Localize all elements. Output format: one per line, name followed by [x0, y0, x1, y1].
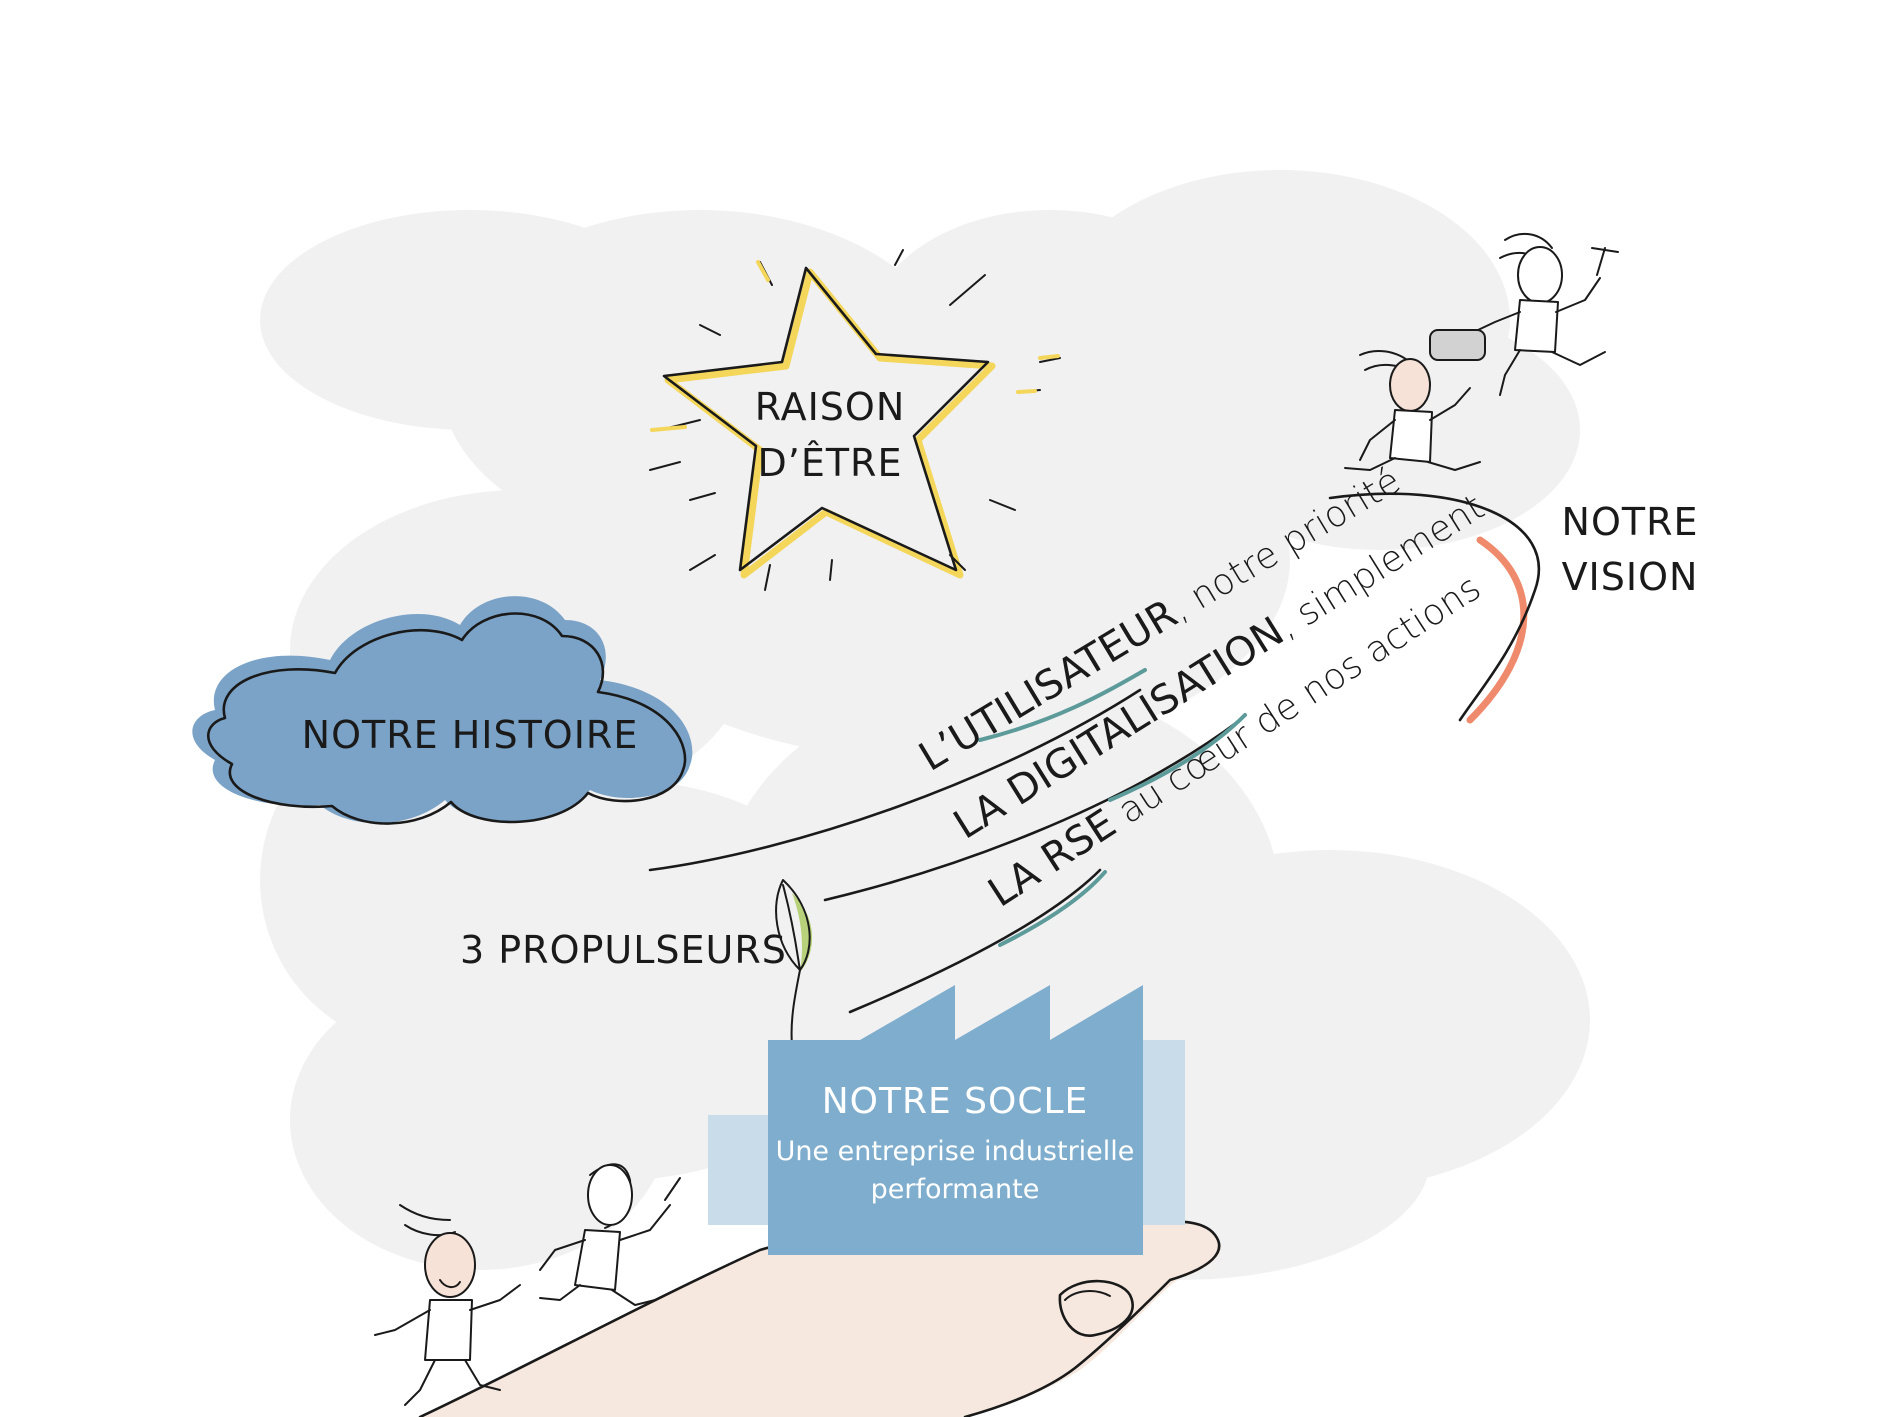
notre-vision-line1: NOTRE: [1562, 500, 1699, 544]
socle-title: NOTRE SOCLE: [822, 1081, 1089, 1122]
pencil-icon: [664, 1177, 681, 1201]
raison-etre-star: RAISON D’ÊTRE: [649, 249, 1061, 591]
vision-curve: NOTRE VISION: [1328, 492, 1699, 724]
runner-icon: [374, 1204, 521, 1406]
cloud-icon: [206, 612, 687, 825]
notre-histoire-cloud: NOTRE HISTOIRE: [192, 596, 693, 825]
runner-icon: [539, 1163, 681, 1306]
raison-etre-line2: D’ÊTRE: [758, 441, 903, 485]
notre-histoire-label: NOTRE HISTOIRE: [302, 713, 639, 757]
notre-vision-line2: VISION: [1562, 555, 1699, 599]
socle-line2: performante: [871, 1174, 1040, 1205]
cloud-shadow-icon: [192, 596, 693, 824]
hammer-icon: [1591, 247, 1619, 276]
socle-line1: Une entreprise industrielle: [776, 1136, 1135, 1167]
raison-etre-line1: RAISON: [755, 385, 906, 429]
factory-icon: NOTRE SOCLE Une entreprise industrielle …: [708, 985, 1185, 1255]
star-rays: [649, 249, 1061, 591]
propulseurs-label: 3 PROPULSEURS: [460, 928, 787, 972]
leaf-icon: [775, 879, 813, 1046]
suitcase-icon: [1429, 329, 1486, 361]
star-icon: [662, 266, 990, 572]
runner-icon: [1429, 232, 1619, 396]
star-glow-icon: [664, 268, 996, 579]
runner-icon: [1344, 349, 1481, 471]
hand-icon: [418, 1220, 1221, 1417]
